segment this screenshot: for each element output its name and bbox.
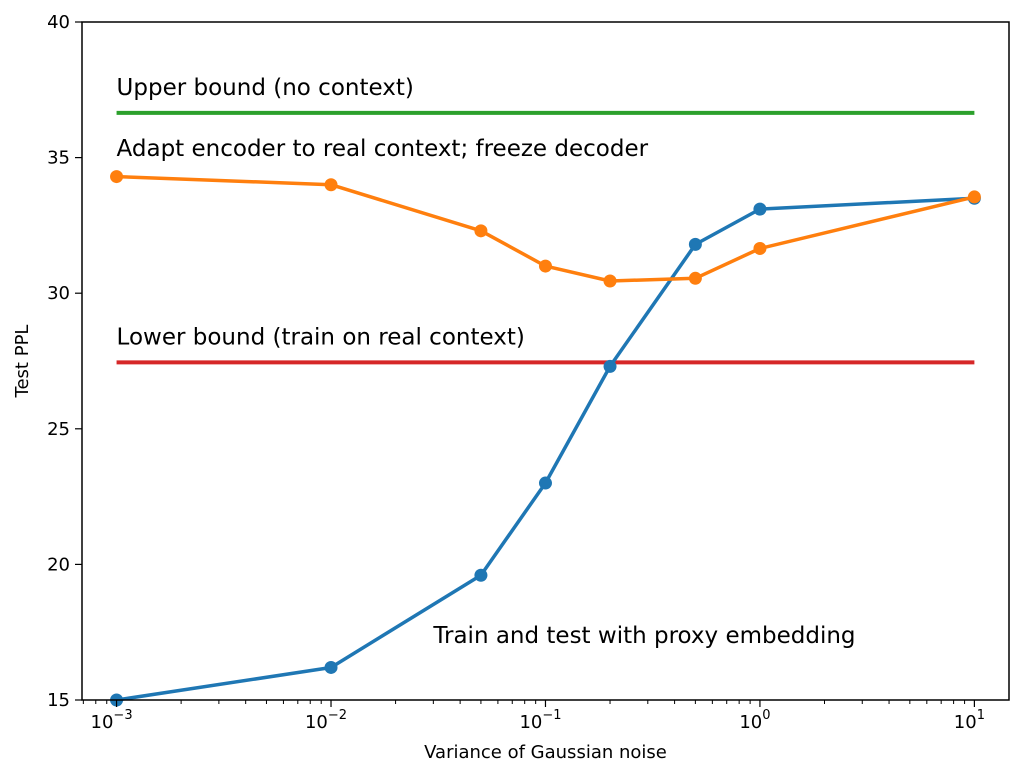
series-0-point — [603, 359, 617, 373]
series-1-point — [538, 259, 552, 273]
series-1-point — [753, 241, 767, 255]
x-tick-label: 10−3 — [91, 708, 133, 733]
y-tick-label: 40 — [47, 12, 70, 33]
series-1-point — [110, 170, 124, 184]
series-1-line — [116, 174, 975, 283]
series-0-point — [538, 476, 552, 490]
y-axis: 15 20 25 30 35 40 — [47, 12, 82, 711]
series-0-point — [753, 202, 767, 216]
series-0-point — [474, 568, 488, 582]
x-tick-label: 10−2 — [305, 708, 347, 733]
x-tick-label: 10−1 — [519, 708, 561, 733]
series-1-point — [474, 224, 488, 238]
series-0-point — [688, 237, 702, 251]
annotation-upper-bound: Upper bound (no context) — [117, 75, 414, 101]
series-1-point — [324, 178, 338, 192]
series-1-point — [967, 190, 981, 204]
x-tick-label: 100 — [739, 708, 770, 733]
y-tick-label: 30 — [47, 283, 70, 304]
x-axis-title: Variance of Gaussian noise — [424, 742, 667, 763]
y-axis-title: Test PPL — [12, 325, 33, 399]
series-1-point — [688, 271, 702, 285]
x-tick-label: 101 — [954, 708, 985, 733]
series-0-point — [324, 660, 338, 674]
y-tick-label: 25 — [47, 419, 70, 440]
series-1-point — [603, 274, 617, 288]
annotation-adapt-encoder: Adapt encoder to real context; freeze de… — [117, 136, 649, 162]
data-series — [110, 170, 981, 707]
reference-lines — [116, 110, 975, 365]
y-tick-label: 15 — [47, 690, 70, 711]
annotation-lower-bound: Lower bound (train on real context) — [117, 325, 525, 351]
y-tick-label: 35 — [47, 148, 70, 169]
x-axis: 10−3 10−2 10−1 100 101 — [82, 700, 985, 733]
series-0-line — [116, 196, 975, 702]
y-tick-label: 20 — [47, 554, 70, 575]
annotation-proxy-embedding: Train and test with proxy embedding — [432, 623, 855, 649]
annotations: Upper bound (no context) Adapt encoder t… — [117, 75, 856, 649]
